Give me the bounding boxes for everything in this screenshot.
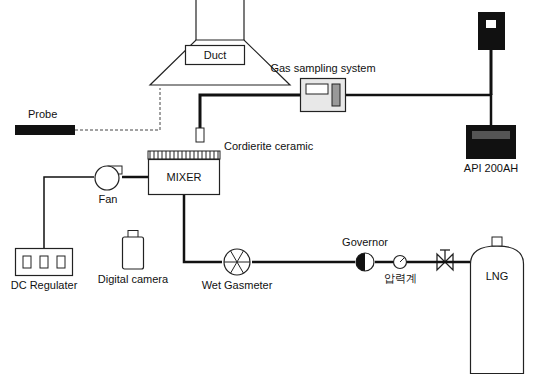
regulator-knob [57, 256, 65, 268]
node-shape [470, 236, 524, 374]
cylinder-outline [471, 246, 524, 374]
part-label: Probe [28, 108, 57, 121]
gasmeter-spoke [231, 251, 244, 274]
gas-pipe [407, 261, 470, 264]
node-shape [355, 252, 375, 272]
gas-analyzer: API 200AH [466, 125, 516, 159]
probe-bar [15, 125, 75, 135]
pressure-gauge: 압력계 [393, 255, 407, 269]
node-label: MIXER [167, 171, 202, 184]
node-shape [122, 230, 144, 270]
dc-regulator: DC Regulater [15, 248, 73, 276]
gas-pipe [375, 261, 393, 264]
gauge-body [394, 256, 407, 269]
wet-gasmeter: Wet Gasmeter [222, 248, 252, 276]
analyzer-body [466, 125, 516, 159]
device-body [301, 79, 346, 112]
node-label: Wet Gasmeter [202, 279, 273, 292]
part-label: Cordierite ceramic [224, 140, 313, 153]
pump-indicator [486, 20, 496, 28]
digital-camera: Digital camera [122, 230, 144, 270]
node-label: 압력계 [384, 272, 417, 285]
gas-pipe [184, 195, 222, 262]
valve-handle [440, 249, 450, 250]
node-shape [15, 248, 73, 276]
regulator-knob [40, 256, 48, 268]
node-shape [393, 255, 407, 269]
node-label: Fan [99, 193, 118, 206]
exhaust-hood [150, 40, 290, 85]
sampling-line [200, 95, 300, 140]
analyzer-display [472, 131, 510, 139]
camera-body [123, 237, 144, 269]
node-label: Digital camera [98, 273, 168, 286]
node-shape [466, 125, 516, 159]
node-label: Duct [204, 49, 227, 62]
node-label: LNG [486, 270, 509, 283]
gasmeter-spoke [231, 251, 244, 274]
regulator-body [16, 249, 73, 276]
ceramic-burner [148, 151, 220, 159]
governor-body [356, 253, 374, 271]
node-label: Gas sampling system [270, 62, 375, 75]
gas-pipe [252, 261, 355, 264]
gas-pipe [44, 177, 94, 248]
regulator-knob [23, 256, 31, 268]
duct-wall [195, 0, 196, 40]
node-shape [300, 78, 346, 112]
duct-wall [243, 0, 244, 40]
mixer-box: MIXER [148, 159, 220, 195]
cylinder-neck [492, 237, 502, 246]
node-shape [222, 248, 252, 276]
duct-box: Duct [185, 45, 245, 65]
sampling-line [490, 50, 493, 95]
sampling-pump [478, 12, 505, 50]
node-label: API 200AH [464, 162, 518, 175]
node-label: DC Regulater [11, 279, 78, 292]
fan-housing [95, 166, 119, 190]
gauge-needle [400, 258, 404, 262]
lng-cylinder: LNG [470, 236, 524, 374]
device-screen [306, 84, 328, 94]
node-shape [94, 164, 122, 190]
gasmeter-dial [224, 249, 250, 275]
device-panel [332, 84, 340, 106]
probe-lead [75, 88, 160, 130]
box-outline [186, 46, 245, 65]
governor-fill [356, 253, 365, 271]
gas-pipe [346, 95, 491, 125]
valve-stem [444, 250, 445, 262]
box-outline [149, 160, 220, 195]
sampling-probe-tip [196, 128, 204, 142]
gas-pipe [122, 176, 148, 179]
gas-sampler: Gas sampling system [300, 78, 346, 112]
fan-blower: Fan [94, 164, 122, 190]
node-label: Governor [342, 236, 388, 249]
governor: Governor [355, 252, 375, 272]
